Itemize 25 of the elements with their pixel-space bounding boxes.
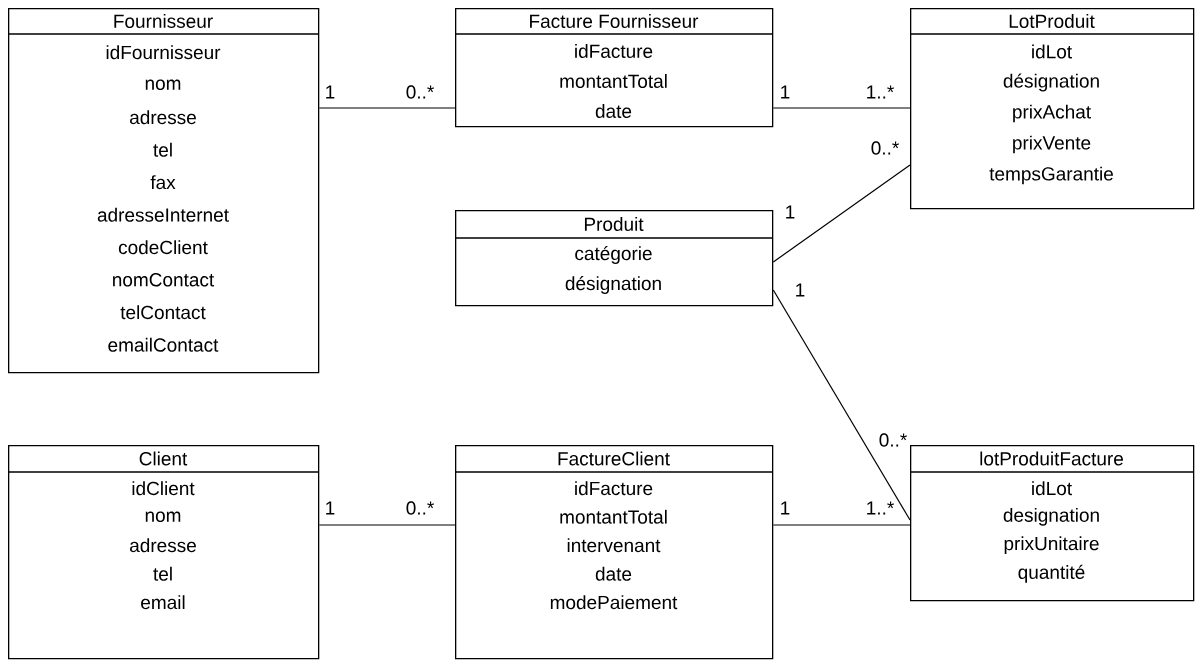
multiplicity-label: 1 — [781, 85, 790, 99]
multiplicity-label: 0..* — [871, 141, 899, 155]
multiplicity-label: 1 — [781, 501, 790, 515]
multiplicity-label: 1..* — [867, 85, 894, 99]
association-line — [772, 524, 911, 526]
class-box: Client idClient nom adresse tel email — [7, 445, 320, 660]
multiplicity-label: 1 — [326, 85, 335, 99]
class-box: FactureClient idFacture montantTotal intervenant date modePaiement — [454, 445, 774, 660]
multiplicity-label: 0..* — [406, 501, 434, 515]
class-box: LotProduit idLot désignation prixAchat prixVente tempsGarantie — [909, 8, 1195, 210]
association-line — [318, 107, 456, 109]
association-line — [318, 524, 456, 526]
class-box: Produit catégorie désignation — [454, 210, 774, 307]
association-line — [772, 107, 911, 109]
class-box: Facture Fournisseur idFacture montantTotal date — [454, 8, 774, 128]
multiplicity-label: 1 — [326, 501, 335, 515]
multiplicity-label: 1 — [796, 283, 805, 297]
multiplicity-label: 0..* — [406, 85, 434, 99]
association-line — [772, 289, 911, 521]
multiplicity-label: 0..* — [879, 433, 907, 447]
class-box: lotProduitFacture idLot designation prixUnitaire quantité — [909, 445, 1195, 602]
association-line — [772, 164, 911, 263]
class-box: Fournisseur idFournisseur nom adresse tel fax adresseInternet codeClient nomContact telContact emailContact — [7, 8, 320, 374]
multiplicity-label: 1..* — [867, 501, 894, 515]
multiplicity-label: 1 — [786, 205, 795, 219]
